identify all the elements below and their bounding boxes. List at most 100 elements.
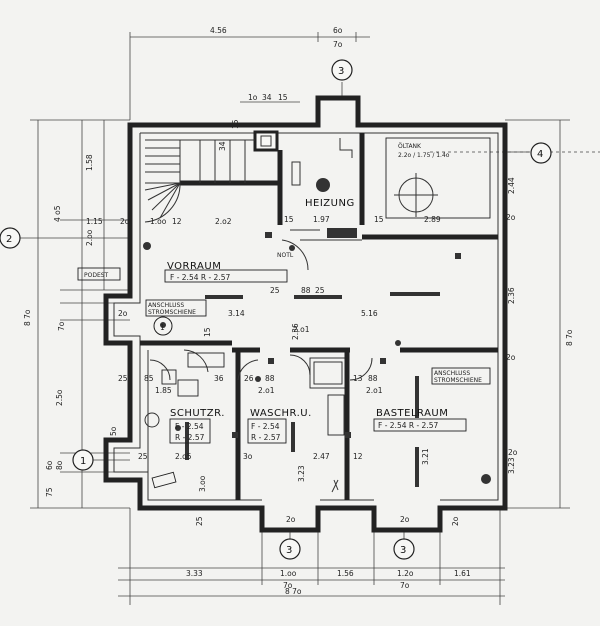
svg-text:1.2o: 1.2o (397, 569, 414, 578)
anschluss-box-1 (145, 299, 207, 317)
svg-text:88: 88 (301, 286, 311, 295)
svg-text:36: 36 (214, 374, 224, 383)
svg-text:8 7o: 8 7o (565, 329, 574, 346)
svg-text:2o: 2o (506, 213, 516, 222)
svg-text:2o: 2o (118, 309, 128, 318)
svg-text:4.56: 4.56 (210, 26, 227, 35)
svg-text:2.o5: 2.o5 (175, 452, 192, 461)
schutzraum-label: SCHUTZR. (170, 408, 225, 419)
svg-text:1.97: 1.97 (313, 215, 330, 224)
svg-text:3: 3 (286, 545, 293, 556)
svg-text:85: 85 (144, 374, 154, 383)
vorraum-area-box (164, 269, 288, 283)
svg-text:7o: 7o (400, 581, 410, 590)
svg-text:2o: 2o (286, 515, 296, 524)
svg-text:75: 75 (45, 487, 54, 497)
axis-markers: 3 2 1 4 3 3 1 (0, 59, 552, 560)
podest-box (77, 267, 121, 281)
svg-text:3.23: 3.23 (297, 465, 306, 482)
svg-text:1o: 1o (248, 93, 258, 102)
svg-text:25: 25 (138, 452, 148, 461)
anschluss-label-2: ANSCHLUSS (434, 370, 470, 377)
svg-text:34: 34 (262, 93, 272, 102)
notl-label: NOTL (277, 252, 294, 259)
vorraum-label: VORRAUM (167, 261, 221, 272)
podest-label: PODEST (84, 272, 109, 279)
svg-text:3o: 3o (243, 452, 253, 461)
svg-text:2.o2: 2.o2 (215, 217, 232, 226)
svg-text:3.21: 3.21 (421, 448, 430, 465)
dimension-lines (18, 32, 600, 605)
vorraum-area: F - 2.54 R - 2.57 (170, 273, 230, 282)
svg-text:15: 15 (284, 215, 294, 224)
svg-text:7o: 7o (57, 321, 66, 331)
light-fixtures (143, 232, 491, 487)
svg-text:5.16: 5.16 (361, 309, 378, 318)
svg-text:8o: 8o (55, 460, 64, 470)
svg-text:26: 26 (244, 374, 254, 383)
heizung-label: HEIZUNG (305, 198, 355, 209)
svg-text:2o: 2o (400, 515, 410, 524)
svg-text:8 7o: 8 7o (285, 587, 302, 596)
svg-text:8 7o: 8 7o (23, 309, 32, 326)
svg-text:5o: 5o (109, 426, 118, 436)
svg-text:12: 12 (172, 217, 182, 226)
svg-text:2.44: 2.44 (507, 177, 516, 194)
svg-text:2o: 2o (120, 217, 130, 226)
stromschiene-label-1: STROMSCHIENE (148, 309, 196, 316)
heating-equipment (290, 138, 357, 238)
svg-text:88: 88 (265, 374, 275, 383)
anschluss-box-2 (431, 367, 491, 385)
svg-text:2.5o: 2.5o (55, 389, 64, 406)
svg-text:1.61: 1.61 (454, 569, 471, 578)
svg-text:25: 25 (118, 374, 128, 383)
svg-text:1.58: 1.58 (85, 154, 94, 171)
waschraum-f: F - 2.54 (251, 422, 280, 431)
waschraum-area-box (247, 418, 287, 444)
svg-text:2o: 2o (506, 353, 516, 362)
svg-text:1.oo: 1.oo (280, 569, 297, 578)
svg-text:15: 15 (278, 93, 288, 102)
svg-text:2o: 2o (451, 516, 460, 526)
svg-text:25: 25 (315, 286, 325, 295)
svg-text:2.o1: 2.o1 (366, 386, 383, 395)
svg-text:1.15: 1.15 (86, 217, 103, 226)
svg-text:15: 15 (203, 327, 212, 337)
svg-text:34: 34 (218, 141, 227, 151)
svg-text:3.23: 3.23 (507, 457, 516, 474)
svg-text:7o: 7o (333, 40, 343, 49)
svg-text:15: 15 (374, 215, 384, 224)
svg-text:2.o1: 2.o1 (293, 325, 310, 334)
svg-text:6o: 6o (333, 26, 343, 35)
waschraum-label: WASCHR.U. (250, 408, 312, 419)
svg-text:13: 13 (353, 374, 363, 383)
svg-text:6o: 6o (45, 460, 54, 470)
schutzraum-r: R - 2.57 (175, 433, 205, 442)
svg-text:3.14: 3.14 (228, 309, 245, 318)
svg-text:4 o5: 4 o5 (53, 205, 62, 222)
svg-text:4: 4 (537, 149, 544, 160)
schutzraum-area-box (169, 418, 211, 444)
svg-text:3: 3 (338, 66, 345, 77)
schutzraum-f: F - 2.54 (175, 422, 204, 431)
svg-text:15: 15 (231, 119, 240, 129)
svg-text:2: 2 (6, 234, 13, 245)
svg-text:1: 1 (160, 323, 165, 332)
doors (149, 239, 373, 381)
svg-text:1.56: 1.56 (337, 569, 354, 578)
svg-text:25: 25 (270, 286, 280, 295)
svg-text:2.47: 2.47 (313, 452, 330, 461)
shelter-fixtures (144, 369, 199, 489)
oltank-dims: 2.2o / 1.75 / 1.4o (398, 152, 450, 159)
svg-text:2.89: 2.89 (424, 215, 441, 224)
bastelraum-area-box (373, 418, 467, 432)
svg-text:1.85: 1.85 (155, 386, 172, 395)
oltank-label: ÖLTANK (398, 143, 422, 150)
anschluss-label-1: ANSCHLUSS (148, 302, 184, 309)
svg-text:2.oo: 2.oo (85, 229, 94, 246)
dimension-texts: 4.56 6o 7o 1o 34 15 1.58 4 o5 8 7o 2.oo … (23, 26, 574, 596)
waschraum-r: R - 2.57 (251, 433, 281, 442)
svg-text:88: 88 (368, 374, 378, 383)
svg-text:1: 1 (80, 456, 87, 467)
